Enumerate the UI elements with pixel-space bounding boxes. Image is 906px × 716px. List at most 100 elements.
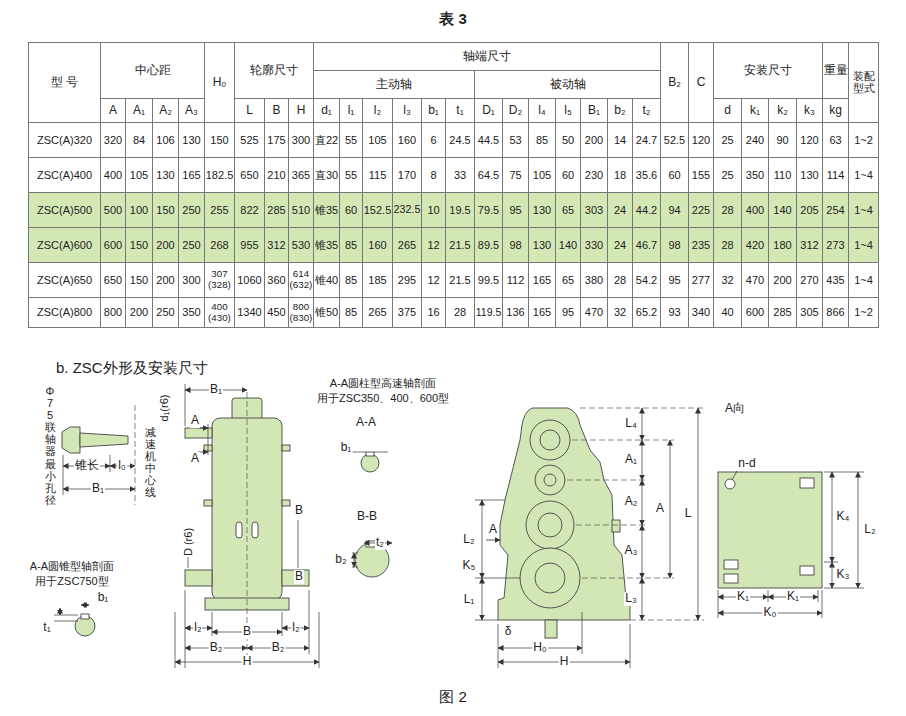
table-text: 160 — [398, 134, 416, 146]
table-text: 85 — [536, 134, 548, 146]
table-cell: 106 — [152, 122, 179, 158]
table-text: 119.5 — [476, 307, 502, 319]
table-text: 822 — [240, 204, 258, 216]
table-cell: 270 — [796, 262, 823, 298]
table-cell: l₅ — [555, 98, 581, 123]
table-cell: d₁ — [313, 98, 340, 123]
table-text: 307 (328) — [205, 269, 234, 290]
table-cell: 6 — [421, 122, 446, 158]
table-cell: 232.5 — [392, 192, 422, 228]
table-cell: 105 — [125, 157, 153, 193]
dimension-label: A-A — [355, 416, 377, 430]
table-text: H — [297, 104, 306, 117]
table-text: l₄ — [538, 104, 546, 117]
table-cell: 285 — [264, 192, 289, 228]
dimension-label: d₁(r6) — [158, 394, 171, 423]
table-text: 435 — [826, 274, 844, 286]
table-text: 152.5 — [364, 204, 392, 216]
table-text: 235 — [692, 239, 710, 251]
table-text: 277 — [692, 274, 710, 286]
bolt-pad — [724, 560, 738, 569]
table-text: 380 — [585, 274, 603, 286]
table-cell: 130 — [796, 157, 823, 193]
table-cell: 200 — [125, 297, 153, 328]
table-text: 轴端尺寸 — [463, 50, 511, 63]
dimension-label: b₂ — [334, 553, 347, 567]
table-text: B₂ — [668, 76, 681, 89]
table-cell: 240 — [741, 122, 769, 158]
base-plan — [718, 472, 822, 588]
table-cell: l₁ — [339, 98, 363, 123]
table-cell: 53 — [502, 122, 529, 158]
table-text: D₂ — [509, 104, 522, 117]
table-text: 165 — [533, 274, 551, 286]
table-cell: 1~4 — [848, 262, 879, 298]
table-cell: 114 — [822, 157, 849, 193]
table-text: A₃ — [185, 104, 198, 117]
dimension-label: K₃ — [836, 568, 851, 582]
table-text: 530 — [292, 239, 310, 251]
table-cell: 65.2 — [632, 297, 661, 328]
table-cell: 165 — [528, 297, 556, 328]
table-cell: 16 — [421, 297, 446, 328]
table-cell: 500 — [100, 192, 126, 228]
table-text: A₁ — [133, 104, 145, 117]
table-text: 79.5 — [478, 204, 499, 216]
dimension-label: A — [488, 523, 498, 537]
table-text: ZSC(A)500 — [37, 204, 92, 216]
table-cell: 60 — [339, 192, 363, 228]
dimension-label: l₂ — [291, 621, 300, 635]
table-text: 285 — [267, 204, 285, 216]
table-cell: 360 — [264, 262, 289, 298]
table-cell: 44.5 — [474, 122, 503, 158]
dimension-label: B — [294, 570, 304, 584]
table-text: d — [724, 104, 731, 117]
table-text: b₁ — [428, 104, 439, 117]
table-text: k₁ — [750, 104, 760, 117]
table-text: 130 — [800, 169, 818, 181]
dimension-label: L₂ — [863, 523, 876, 537]
table-cell: 54.2 — [632, 262, 661, 298]
table-cell: 150 — [204, 122, 235, 158]
table-cell: 650 — [234, 157, 265, 193]
table-cell: 525 — [234, 122, 265, 158]
table-text: 312 — [267, 239, 285, 251]
table-cell: 120 — [796, 122, 823, 158]
table-cell: 65 — [555, 262, 581, 298]
table-cell: 150 — [125, 262, 153, 298]
table-text: 90 — [776, 134, 788, 146]
dimension-label: A — [655, 502, 665, 516]
table-cell: 24.5 — [445, 122, 475, 158]
table-cell: 1~2 — [848, 297, 879, 328]
table-cell: 800 — [100, 297, 126, 328]
dimension-label: L₃ — [624, 592, 638, 606]
table-text: 65 — [562, 204, 574, 216]
table-text: 350 — [182, 306, 200, 318]
table-text: 254 — [826, 204, 844, 216]
center-lines — [135, 392, 704, 668]
table-text: 35.6 — [636, 169, 657, 181]
table-text: 54.2 — [636, 274, 657, 286]
table-text: 1~4 — [854, 169, 873, 181]
table-text: 24.5 — [449, 134, 470, 146]
table-text: ZSC(A)400 — [37, 169, 92, 181]
table-cell: 225 — [688, 192, 714, 228]
table-cell: 1~2 — [848, 122, 879, 158]
table-text: 185 — [368, 274, 386, 286]
table-text: 295 — [398, 274, 416, 286]
dimension-label: B — [294, 504, 304, 518]
dimension-label: A-A圆锥型轴剖面 — [29, 560, 115, 573]
table-text: ZSC(A)800 — [37, 306, 92, 318]
table-cell: 235 — [688, 227, 714, 263]
table-text: 93 — [668, 306, 680, 318]
table-cell: 250 — [178, 227, 205, 263]
dimension-label: A — [190, 414, 200, 428]
table-text: C — [697, 76, 706, 89]
table-text: 600 — [104, 239, 122, 251]
dimension-label: A-A圆柱型高速轴剖面 — [329, 377, 437, 390]
key-slot — [236, 522, 242, 538]
table-text: 32 — [614, 306, 626, 318]
nub — [612, 520, 620, 532]
table-cell: ZSC(A)650 — [28, 262, 101, 298]
table-cell: 重量 — [822, 42, 849, 99]
